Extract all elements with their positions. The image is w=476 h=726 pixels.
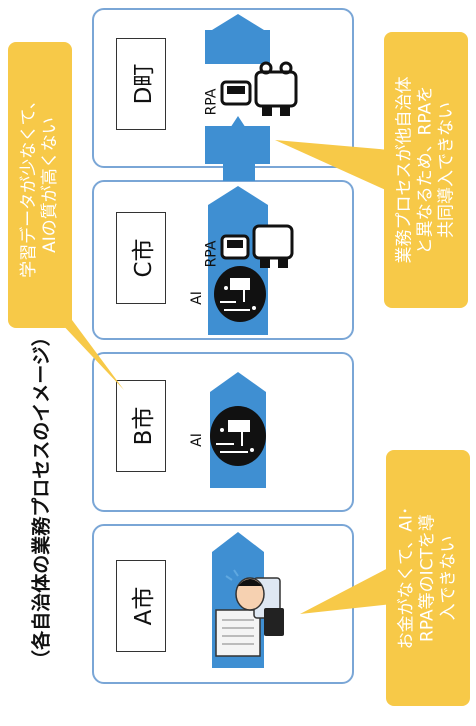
callout-bottom-right [300, 450, 470, 706]
panel-d-name-box: D町 [116, 38, 166, 130]
callout-line: 業務プロセスが他自治体 [394, 76, 415, 264]
robot-icon [220, 61, 298, 116]
robot-icon [220, 224, 294, 268]
panel-a-name-box: A市 [116, 560, 166, 652]
callout-line: AIの質が高くない [40, 117, 60, 253]
ai-label-b: AI [188, 433, 205, 447]
rpa-label-c: RPA [203, 240, 220, 268]
callout-line: と異なるため、RPAを [415, 85, 436, 255]
worried-worker-icon [215, 569, 284, 657]
callout-line: 共同導入できない [436, 102, 457, 238]
rpa-label-d: RPA [203, 88, 220, 116]
callout-line: お金がなくて、AI･ [396, 506, 417, 650]
callout-top-right [275, 32, 468, 308]
panel-b-name-box: B市 [116, 380, 166, 472]
callout-top-right-text: 業務プロセスが他自治体 と異なるため、RPAを 共同導入できない [384, 32, 468, 308]
d-town-process-arrow [205, 14, 270, 181]
ai-brain-icon [210, 406, 266, 466]
ai-brain-icon [214, 266, 266, 322]
ai-label-c: AI [188, 291, 205, 305]
callout-line: 入できない [438, 535, 459, 621]
callout-top-left-text: 学習データが少なくて、 AIの質が高くない [8, 42, 72, 328]
callout-bottom-right-text: お金がなくて、AI･ RPA等のICTを導 入できない [386, 450, 470, 706]
callout-line: RPA等のICTを導 [417, 514, 438, 642]
callout-top-left [8, 42, 124, 390]
panel-c-name-box: C市 [116, 212, 166, 304]
callout-line: 学習データが少なくて、 [19, 92, 39, 278]
